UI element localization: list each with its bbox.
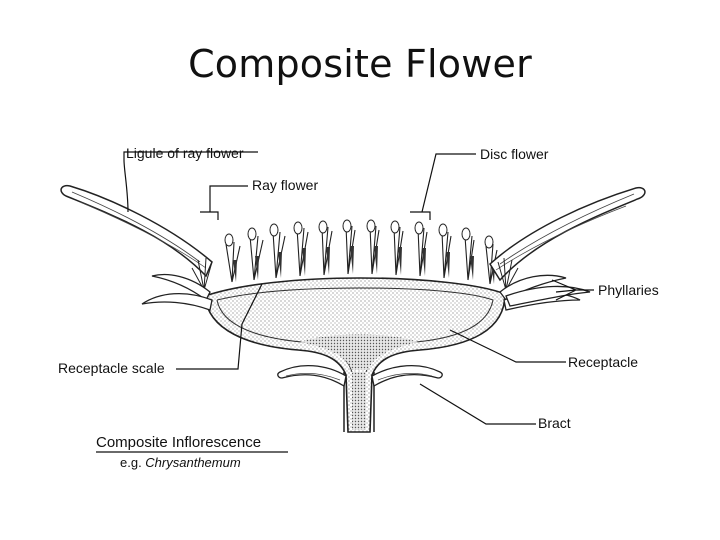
right-bract: [371, 364, 443, 388]
receptacle-core: [300, 334, 418, 370]
slide-title: Composite Flower: [188, 42, 532, 86]
label-ligule: Ligule of ray flower: [126, 145, 244, 161]
stem-core: [352, 372, 366, 430]
left-bract: [277, 364, 347, 388]
label-disc-flower: Disc flower: [480, 146, 549, 162]
label-receptacle: Receptacle: [568, 354, 638, 370]
ray-flowers: [191, 257, 519, 291]
leader-ray-flower: [200, 185, 248, 220]
disc-flowers: [225, 225, 498, 285]
right-ligule: [489, 186, 646, 282]
leader-phyllaries: [551, 279, 594, 301]
leader-lines: [123, 151, 594, 425]
left-ligule: [60, 184, 213, 278]
label-receptacle-scale: Receptacle scale: [58, 360, 165, 376]
caption-example-name: Chrysanthemum: [145, 455, 241, 470]
label-bract: Bract: [538, 415, 571, 431]
leader-receptacle-scale: [176, 283, 263, 370]
disc-flower-heads: [224, 219, 494, 249]
leader-ligule: [123, 151, 258, 213]
label-ray-flower: Ray flower: [252, 177, 318, 193]
caption-example: e.g. Chrysanthemum: [120, 455, 241, 470]
label-phyllaries: Phyllaries: [598, 282, 659, 298]
leader-bract: [419, 383, 536, 425]
caption-example-prefix: e.g.: [120, 455, 145, 470]
leader-disc-flower: [410, 153, 476, 220]
leader-receptacle: [449, 329, 566, 363]
caption-heading: Composite Inflorescence: [96, 434, 261, 451]
